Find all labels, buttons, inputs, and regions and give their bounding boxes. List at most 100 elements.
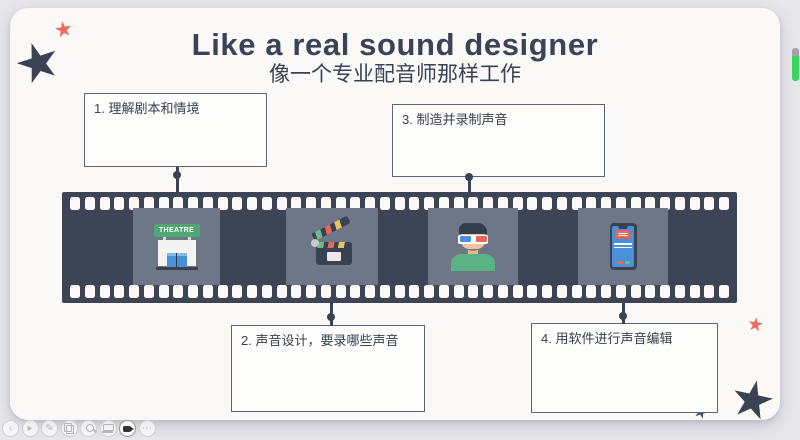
- sprocket-hole: [350, 197, 361, 210]
- filmstrip-frame-3[interactable]: [428, 208, 518, 285]
- sprocket-hole: [409, 285, 420, 298]
- connector-dot-1: [173, 171, 181, 179]
- sprocket-hole: [615, 197, 626, 210]
- sprocket-hole: [379, 197, 390, 210]
- scrollbar-thumb[interactable]: [792, 56, 799, 81]
- sprocket-hole: [202, 285, 213, 298]
- clapperboard-hinge: [311, 238, 319, 247]
- sprocket-hole: [556, 197, 567, 210]
- laptop-icon: [101, 423, 114, 433]
- sprocket-hole: [674, 197, 685, 210]
- slide-subtitle[interactable]: 像一个专业配音师那样工作: [269, 62, 521, 86]
- more-button[interactable]: ⋯: [138, 420, 156, 437]
- person-3d-glasses-icon: [451, 222, 495, 271]
- scrollbar-cap: [792, 48, 799, 56]
- sprocket-hole: [586, 285, 597, 298]
- callout-box-4[interactable]: 4. 用软件进行声音编辑: [531, 323, 718, 413]
- sprocket-hole: [143, 197, 154, 210]
- person-neck: [468, 249, 478, 256]
- connector-dot-3: [465, 173, 473, 181]
- filmstrip-frame-4[interactable]: [578, 208, 668, 285]
- video-camera-icon: [122, 425, 134, 432]
- sprocket-hole: [247, 285, 257, 298]
- sprocket-hole: [276, 197, 287, 210]
- phone-buttons: [610, 260, 637, 264]
- filmstrip-frame-2[interactable]: [286, 208, 378, 285]
- sprocket-hole: [70, 285, 80, 298]
- bottom-toolbar: ‹ ▸ ✎ ⋯: [2, 420, 156, 437]
- phone-text-line: [614, 243, 632, 245]
- glasses-blue-lens: [459, 236, 471, 242]
- sprocket-hole: [306, 197, 316, 210]
- sprocket-hole: [291, 197, 302, 210]
- sprocket-hole: [704, 197, 715, 210]
- clapperboard-stripe: [316, 241, 352, 248]
- play-button[interactable]: ▸: [21, 420, 39, 437]
- person-hair: [459, 222, 487, 234]
- sprocket-hole: [158, 285, 169, 298]
- connector-dot-4: [619, 312, 627, 320]
- theatre-base: [155, 266, 198, 270]
- sprocket-hole: [630, 197, 641, 210]
- callout-box-3[interactable]: 3. 制造并录制声音: [392, 104, 605, 177]
- sprocket-hole: [615, 285, 626, 298]
- phone-text-line: [614, 246, 632, 248]
- sprocket-hole: [306, 285, 316, 298]
- copy-button[interactable]: [60, 420, 78, 437]
- sprocket-hole: [689, 197, 700, 210]
- sprocket-hole: [497, 285, 508, 298]
- callout-label-1: 1. 理解剧本和情境: [94, 101, 200, 116]
- sprocket-hole: [674, 285, 685, 298]
- slide-title[interactable]: Like a real sound designer: [191, 27, 599, 62]
- callout-label-2: 2. 声音设计，要录哪些声音: [241, 333, 399, 348]
- person-mouth: [470, 249, 476, 251]
- sprocket-hole: [335, 197, 346, 210]
- sprocket-hole: [497, 197, 508, 210]
- sprocket-hole: [645, 285, 656, 298]
- back-button[interactable]: ‹: [2, 420, 19, 437]
- sprocket-row-bottom: [70, 285, 729, 298]
- sprocket-hole: [512, 197, 523, 210]
- theatre-sign-post: [162, 236, 166, 240]
- sprocket-hole: [350, 285, 361, 298]
- sprocket-hole: [84, 285, 95, 298]
- sprocket-hole: [424, 197, 434, 210]
- callout-box-2[interactable]: 2. 声音设计，要录哪些声音: [231, 325, 425, 412]
- sprocket-hole: [409, 197, 420, 210]
- sprocket-hole: [291, 285, 302, 298]
- sprocket-hole: [129, 197, 139, 210]
- scrollbar[interactable]: [792, 48, 799, 81]
- sprocket-hole: [542, 197, 552, 210]
- sprocket-hole: [84, 197, 95, 210]
- sprocket-hole: [320, 285, 331, 298]
- theatre-sign-post: [187, 236, 191, 240]
- sprocket-hole: [483, 197, 493, 210]
- anaglyph-glasses: [458, 234, 488, 244]
- sprocket-hole: [99, 197, 110, 210]
- sprocket-hole: [527, 285, 538, 298]
- sprocket-hole: [202, 197, 213, 210]
- slide-canvas[interactable]: Like a real sound designer 像一个专业配音师那样工作 …: [10, 8, 780, 420]
- sprocket-hole: [247, 197, 257, 210]
- glasses-red-lens: [475, 236, 487, 242]
- sprocket-hole: [70, 197, 80, 210]
- clapperboard-arm: [311, 215, 351, 241]
- clapperboard-icon: [309, 215, 355, 269]
- sprocket-hole: [527, 197, 538, 210]
- display-button[interactable]: [99, 420, 117, 437]
- theatre-door: [177, 252, 187, 267]
- edit-button[interactable]: ✎: [41, 420, 58, 437]
- search-button[interactable]: [80, 420, 97, 437]
- sprocket-hole: [114, 197, 125, 210]
- filmstrip-graphic[interactable]: THEATRE: [62, 192, 737, 303]
- record-button[interactable]: [119, 420, 136, 437]
- filmstrip-frame-1[interactable]: THEATRE: [133, 208, 220, 285]
- sprocket-hole: [379, 285, 390, 298]
- callout-box-1[interactable]: 1. 理解剧本和情境: [84, 93, 267, 167]
- sprocket-hole: [114, 285, 125, 298]
- connector-line-1: [176, 167, 179, 193]
- more-icon: ⋯: [142, 422, 152, 434]
- copy-icon: [63, 422, 74, 434]
- sprocket-hole: [630, 285, 641, 298]
- sprocket-hole: [438, 285, 449, 298]
